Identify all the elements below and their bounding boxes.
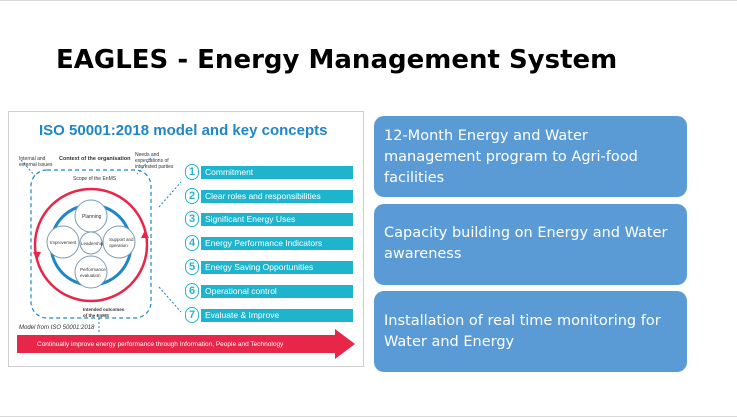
needs-label: Needs and expectations of interested par… xyxy=(135,152,174,170)
step-3: 3 Significant Energy Uses xyxy=(185,211,353,227)
pdca-diagram xyxy=(17,157,355,359)
performance-circle xyxy=(74,255,108,289)
support-label: Support and operation xyxy=(109,237,134,248)
step-label: Commitment xyxy=(201,166,353,179)
monitoring-box: Installation of real time monitoring for… xyxy=(374,291,687,372)
leadership-label: Leadership xyxy=(81,241,104,246)
context-dashed-box xyxy=(30,169,152,319)
iso-50001-figure: ISO 50001:2018 model and key concepts In… xyxy=(8,111,364,367)
slide-title: EAGLES - Energy Management System xyxy=(56,45,618,75)
step-2: 2 Clear roles and responsibilities xyxy=(185,188,353,204)
step-number: 6 xyxy=(185,283,199,299)
step-number: 1 xyxy=(185,164,199,180)
planning-label: Planning xyxy=(82,214,102,220)
step-6: 6 Operational control xyxy=(185,283,353,299)
step-number: 3 xyxy=(185,211,199,227)
step-label: Energy Performance Indicators xyxy=(201,237,353,250)
figure-title: ISO 50001:2018 model and key concepts xyxy=(39,122,328,139)
continual-improvement-arrow xyxy=(17,329,355,359)
step-number: 5 xyxy=(185,259,199,275)
banner-text: Continually improve energy performance t… xyxy=(37,341,284,348)
scope-label: Scope of the EnMS xyxy=(73,176,117,182)
support-circle xyxy=(102,225,136,259)
step-number: 2 xyxy=(185,188,199,204)
step-label: Clear roles and responsibilities xyxy=(201,190,353,203)
context-label: Context of the organisation xyxy=(59,156,131,162)
step-number: 7 xyxy=(185,307,199,323)
step-5: 5 Energy Saving Opportunities xyxy=(185,259,353,275)
program-box: 12-Month Energy and Water management pro… xyxy=(374,116,687,197)
intended-outcomes-label: Intended outcomes of the EnMS xyxy=(83,307,125,318)
step-number: 4 xyxy=(185,235,199,251)
performance-label: Performance evaluation xyxy=(80,267,106,278)
step-label: Operational control xyxy=(201,285,353,298)
capacity-building-box: Capacity building on Energy and Water aw… xyxy=(374,204,687,285)
step-label: Evaluate & Improve xyxy=(201,309,353,322)
internal-issues-label: Internal and external issues xyxy=(19,156,53,168)
step-4: 4 Energy Performance Indicators xyxy=(185,235,353,251)
improvement-circle xyxy=(46,225,80,259)
step-7: 7 Evaluate & Improve xyxy=(185,307,353,323)
step-label: Significant Energy Uses xyxy=(201,213,353,226)
step-1: 1 Commitment xyxy=(185,164,353,180)
leadership-circle xyxy=(79,231,103,255)
improvement-cycle-ring xyxy=(33,187,149,303)
improvement-label: Improvement xyxy=(50,240,77,245)
step-label: Energy Saving Opportunities xyxy=(201,261,353,274)
model-note: Model from ISO 50001:2018 xyxy=(19,325,95,331)
